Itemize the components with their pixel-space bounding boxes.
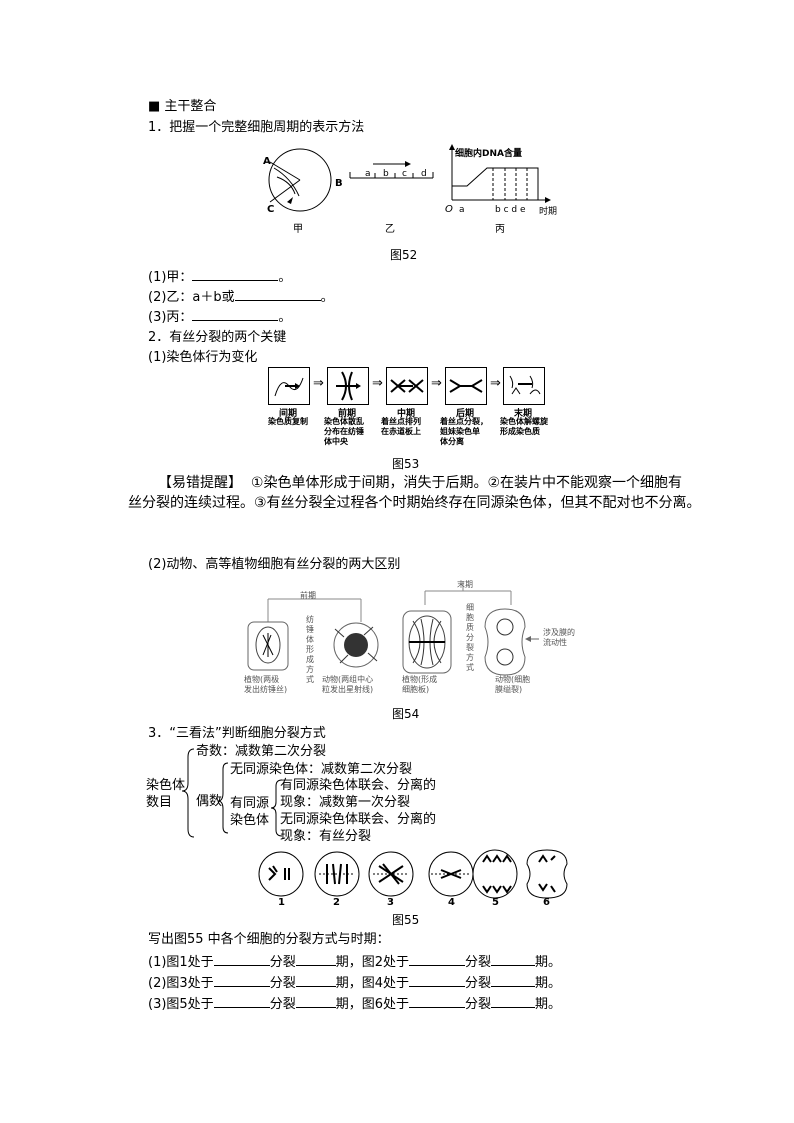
- fig54-animal1: 动物(两组中心 粒发出星射线): [322, 675, 374, 694]
- svg-text:时期: 时期: [539, 205, 557, 217]
- answer-blank[interactable]: [192, 308, 279, 321]
- svg-text:细胞内DNA含量: 细胞内DNA含量: [455, 147, 522, 159]
- arrow-2: ⇒: [372, 376, 383, 391]
- q-row: (1)图1处于分裂期，图2处于分裂期。: [148, 953, 562, 970]
- tree-brackets: [181, 748, 229, 838]
- stage-desc: 染色质复制: [268, 417, 308, 426]
- stage-desc: 染色体解螺旋 形成染色质: [500, 417, 548, 436]
- figure-55: [258, 849, 568, 899]
- tree-odd: 奇数：减数第二次分裂: [196, 744, 327, 759]
- stage-name: 前期: [337, 409, 356, 419]
- q2-row: (2)乙：a＋b或。: [148, 288, 334, 305]
- svg-text:b c d e: b c d e: [495, 205, 526, 215]
- tree-case1-line2: 现象：减数第一次分裂: [280, 795, 411, 810]
- tree-case1-line1: 有同源染色体联会、分离的: [280, 778, 437, 793]
- svg-text:c: c: [402, 169, 407, 179]
- stage-interphase-image: [268, 367, 310, 405]
- svg-text:d: d: [421, 169, 427, 179]
- answer-blank[interactable]: [408, 995, 465, 1008]
- fig54-moqi: 末期: [457, 580, 473, 589]
- cell-number: 6: [543, 897, 550, 908]
- fig54-mid-label-2: 细胞质分裂方式: [466, 603, 474, 672]
- cell-number: 1: [278, 897, 285, 908]
- stage-name: 间期: [278, 409, 297, 419]
- stage-name: 末期: [513, 409, 532, 419]
- answer-blank[interactable]: [408, 953, 465, 966]
- q-row: (3)图5处于分裂期，图6处于分裂期。: [148, 995, 562, 1012]
- label-B: B: [335, 178, 343, 189]
- tree-bracket-3: [270, 779, 283, 837]
- svg-text:a: a: [365, 169, 371, 179]
- stage-desc: 着丝点排列 在赤道板上: [381, 417, 421, 436]
- stage-desc: 着丝点分裂， 姐妹染色单 体分离: [440, 417, 488, 446]
- item1-title: 1．把握一个完整细胞周期的表示方法: [148, 120, 365, 135]
- arrow-1: ⇒: [313, 376, 324, 391]
- answer-blank[interactable]: [295, 953, 336, 966]
- label-C: C: [267, 204, 274, 215]
- caption-52: 图52: [390, 248, 418, 262]
- caption-54: 图54: [392, 707, 420, 721]
- answer-blank[interactable]: [295, 995, 336, 1008]
- tree-no-homolog: 无同源染色体：减数第二次分裂: [230, 762, 413, 777]
- tree-has-homolog: 有同源 染色体: [230, 796, 270, 828]
- item2-sub2: (2)动物、高等植物细胞有丝分裂的两大区别: [148, 557, 401, 572]
- item3-prompt: 写出图55 中各个细胞的分裂方式与时期：: [148, 932, 390, 947]
- arrow-4: ⇒: [490, 376, 501, 391]
- caption-53: 图53: [392, 457, 420, 471]
- q-row: (2)图3处于分裂期，图4处于分裂期。: [148, 974, 562, 991]
- tree-case2-line1: 无同源染色体联会、分离的: [280, 812, 437, 827]
- stage-telophase-image: [503, 367, 545, 405]
- answer-blank[interactable]: [408, 974, 465, 987]
- cell-number: 3: [387, 897, 394, 908]
- svg-text:甲: 甲: [293, 224, 303, 235]
- fig54-membrane: 涉及膜的 流动性: [543, 628, 575, 647]
- tree-root: 染色体 数目: [146, 778, 186, 810]
- arrow-3: ⇒: [431, 376, 442, 391]
- tree-even: 偶数: [196, 794, 223, 809]
- stage-desc: 染色体散乱 分布在纺锤 体中央: [324, 417, 364, 446]
- fig54-plant2: 植物(形成 细胞板): [402, 675, 438, 694]
- item3-title: 3．“三看法”判断细胞分裂方式: [148, 726, 326, 741]
- tip-line-2: 丝分裂的连续过程。③有丝分裂全过程各个时期始终存在同源染色体，但其不配对也不分离…: [128, 495, 701, 511]
- answer-blank[interactable]: [213, 995, 270, 1008]
- fig54-mid-label-1: 纺锤体形成方式: [306, 615, 314, 684]
- figure-54: [247, 581, 539, 676]
- tip-line-1: 【易错提醒】 ①染色单体形成于间期，消失于后期。②在装片中不能观察一个细胞有: [158, 475, 683, 491]
- item2-title: 2．有丝分裂的两个关键: [148, 330, 287, 345]
- caption-55: 图55: [392, 913, 420, 927]
- svg-text:b: b: [383, 169, 389, 179]
- stage-metaphase-image: [386, 367, 428, 405]
- cell-cycle-circle: [268, 148, 332, 212]
- section-title: ■ 主干整合: [148, 99, 217, 114]
- q1-row: (1)甲：。: [148, 268, 292, 285]
- q3-row: (3)丙：。: [148, 308, 292, 325]
- answer-blank[interactable]: [234, 288, 321, 301]
- answer-blank[interactable]: [491, 995, 535, 1008]
- fig54-animal2: 动物(细胞 膜缢裂): [495, 675, 531, 694]
- svg-text:a: a: [459, 205, 465, 215]
- svg-text:O: O: [445, 204, 453, 215]
- cell-number: 5: [492, 897, 499, 908]
- stage-name: 中期: [396, 409, 415, 419]
- answer-blank[interactable]: [491, 953, 535, 966]
- figure-52: A B C a b c d 细胞内DNA含量 O a b c d e 时期 甲 …: [263, 144, 557, 235]
- answer-blank[interactable]: [192, 268, 279, 281]
- item2-sub1: (1)染色体行为变化: [148, 350, 258, 365]
- answer-blank[interactable]: [491, 974, 535, 987]
- svg-text:乙: 乙: [385, 223, 395, 235]
- stage-anaphase-image: [445, 367, 487, 405]
- stage-name: 后期: [455, 409, 474, 419]
- label-A: A: [263, 156, 271, 167]
- answer-blank[interactable]: [213, 953, 270, 966]
- cell-number: 4: [448, 897, 455, 908]
- fig54-plant1: 植物(两极 发出纺锤丝): [244, 675, 288, 694]
- fig54-qianqi: 前期: [300, 591, 316, 600]
- tree-case2-line2: 现象：有丝分裂: [280, 829, 372, 844]
- answer-blank[interactable]: [213, 974, 270, 987]
- answer-blank[interactable]: [295, 974, 336, 987]
- cell-number: 2: [333, 897, 340, 908]
- stage-prophase-image: [327, 367, 369, 405]
- svg-text:丙: 丙: [495, 224, 505, 235]
